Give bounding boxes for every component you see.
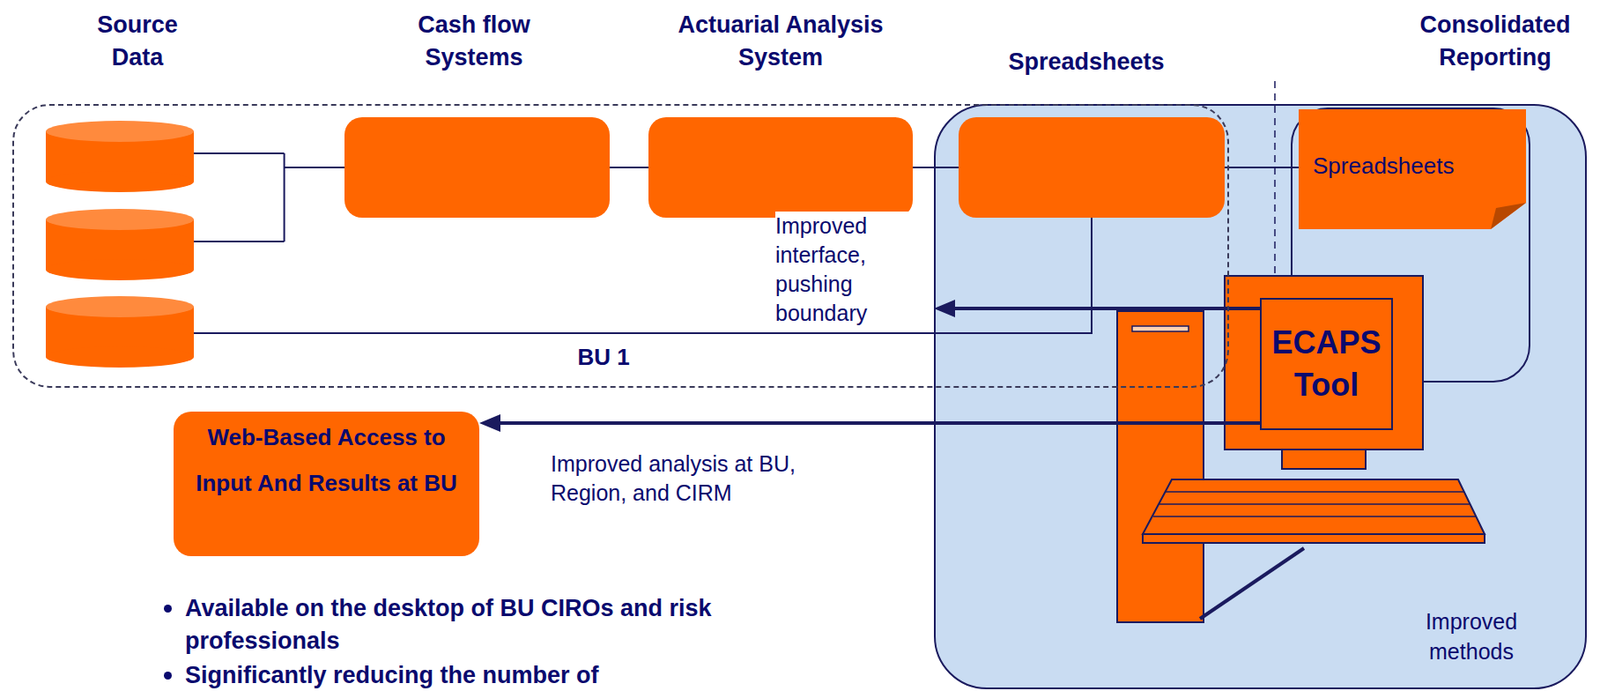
process-box: Actuarial Analysis System [648,117,913,218]
process-box: Spreadsheets [958,117,1225,218]
tool-name: ECAPS Tool [1259,321,1393,407]
column-heading: Source Data [80,8,195,75]
computer-keyboard [1142,479,1485,543]
document-fold [1490,202,1526,230]
business-unit-region: BU 1 Source Data Cash flow Systems Actuaria… [12,103,1230,388]
process-box: Web-Based Access to Input And Results at… [173,411,480,556]
connector [609,167,649,169]
column-heading: Consolidated Reporting [1398,8,1593,75]
document-body [1298,109,1526,230]
arrow-line [498,421,1260,425]
box-label: Web-Based Access to Input And Results at… [186,414,467,506]
bullet-text: Available on the desktop of BU CIROs and… [185,592,846,658]
process-box: Cash flow Systems [344,117,610,218]
database-cylinder [45,208,194,281]
connector [479,414,1260,432]
edge-label: Improved interface, pushing boundary [775,211,921,328]
connector [912,167,959,169]
tool-screen: ECAPS Tool [1259,297,1393,430]
connector-line [193,217,1092,334]
database-cylinder [45,120,194,193]
region-label: BU 1 [555,343,652,371]
connector-line [912,166,959,169]
pointer-line [1200,548,1304,619]
connector-line [1224,166,1299,169]
computer-tower [1117,311,1204,623]
source-data-store: Source Data [45,120,194,366]
column-heading: Spreadsheets [980,45,1193,79]
connector-line [609,166,649,169]
connector [193,153,345,242]
bullet-text: Significantly reducing the number of [185,659,846,691]
document-label: Spreadsheets [1312,151,1516,180]
arrow-line [953,306,1260,311]
connector [933,299,1260,318]
column-heading: Cash flow Systems [399,8,549,75]
connector [193,217,1092,334]
arrow-head [479,414,501,432]
column-heading: Actuarial Analysis System [666,8,896,75]
computer-monitor [1224,275,1423,469]
edge-label: Improved analysis at BU, Region, and CIR… [550,449,807,508]
region-label: Improved methods [1414,606,1529,667]
document-shape: Spreadsheets [1298,109,1526,230]
boundary-line [1274,81,1276,368]
connector-line [193,153,345,242]
database-cylinder [45,296,194,368]
connector [1224,167,1299,169]
arrow-head [933,299,956,318]
